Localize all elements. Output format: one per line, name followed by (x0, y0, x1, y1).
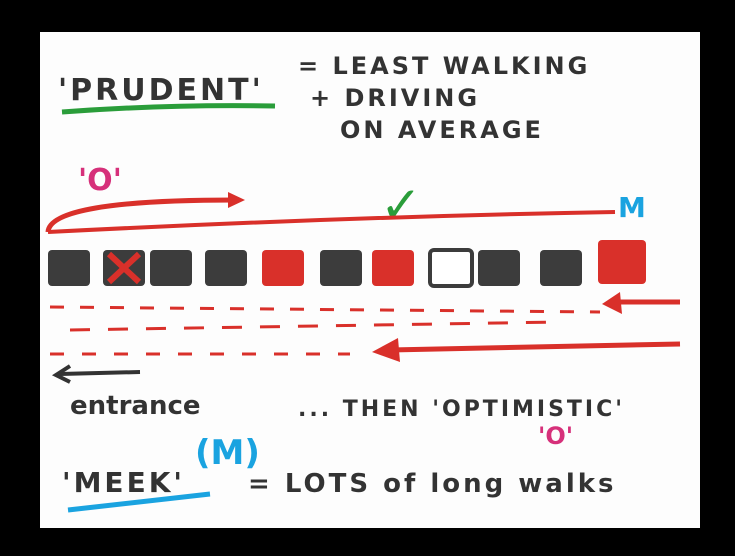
arrowhead (602, 292, 622, 314)
whiteboard: 'PRUDENT' = LEAST WALKING + DRIVING ON A… (40, 32, 700, 528)
arrowhead (228, 192, 245, 208)
arrowhead (51, 364, 72, 384)
red-arrow-top (45, 197, 236, 233)
dashed-path-1 (49, 305, 601, 314)
parking-space-taken (540, 250, 582, 286)
check-icon: ✓ (380, 176, 422, 234)
meek-term: 'MEEK' (62, 466, 185, 499)
meek-description: = LOTS of long walks (248, 469, 617, 499)
parking-space-red (372, 250, 414, 286)
red-arrow-long (389, 341, 681, 353)
parking-space-red (262, 250, 304, 286)
parking-space-taken (48, 250, 90, 286)
prudent-line3: ON AVERAGE (340, 116, 544, 144)
red-path-line (47, 210, 616, 234)
parking-space-red (598, 240, 646, 284)
sketch-canvas: 'PRUDENT' = LEAST WALKING + DRIVING ON A… (45, 52, 681, 513)
prudent-line2: + DRIVING (310, 84, 480, 112)
prudent-term: 'PRUDENT' (58, 73, 264, 108)
blue-underline (67, 491, 211, 513)
arrowhead (372, 338, 400, 362)
entrance-label: entrance (70, 391, 201, 421)
parking-space-taken (150, 250, 192, 286)
green-underline (61, 103, 276, 115)
dashed-path-2 (69, 320, 561, 332)
optimistic-o-label: 'O' (538, 422, 573, 450)
then-optimistic-label: ... THEN 'OPTIMISTIC' (298, 397, 625, 422)
optimistic-o-mark: 'O' (78, 163, 122, 198)
cross-icon (106, 251, 142, 285)
parking-spaces (48, 240, 646, 288)
meek-m-mark: M (618, 191, 646, 224)
parking-space-taken (478, 250, 520, 286)
entrance-arrow (59, 370, 141, 376)
meek-m-label: (M) (195, 433, 260, 473)
parking-space-taken (320, 250, 362, 286)
parking-space-taken (205, 250, 247, 286)
prudent-line1: = LEAST WALKING (298, 52, 590, 80)
parking-space-empty (428, 248, 474, 288)
